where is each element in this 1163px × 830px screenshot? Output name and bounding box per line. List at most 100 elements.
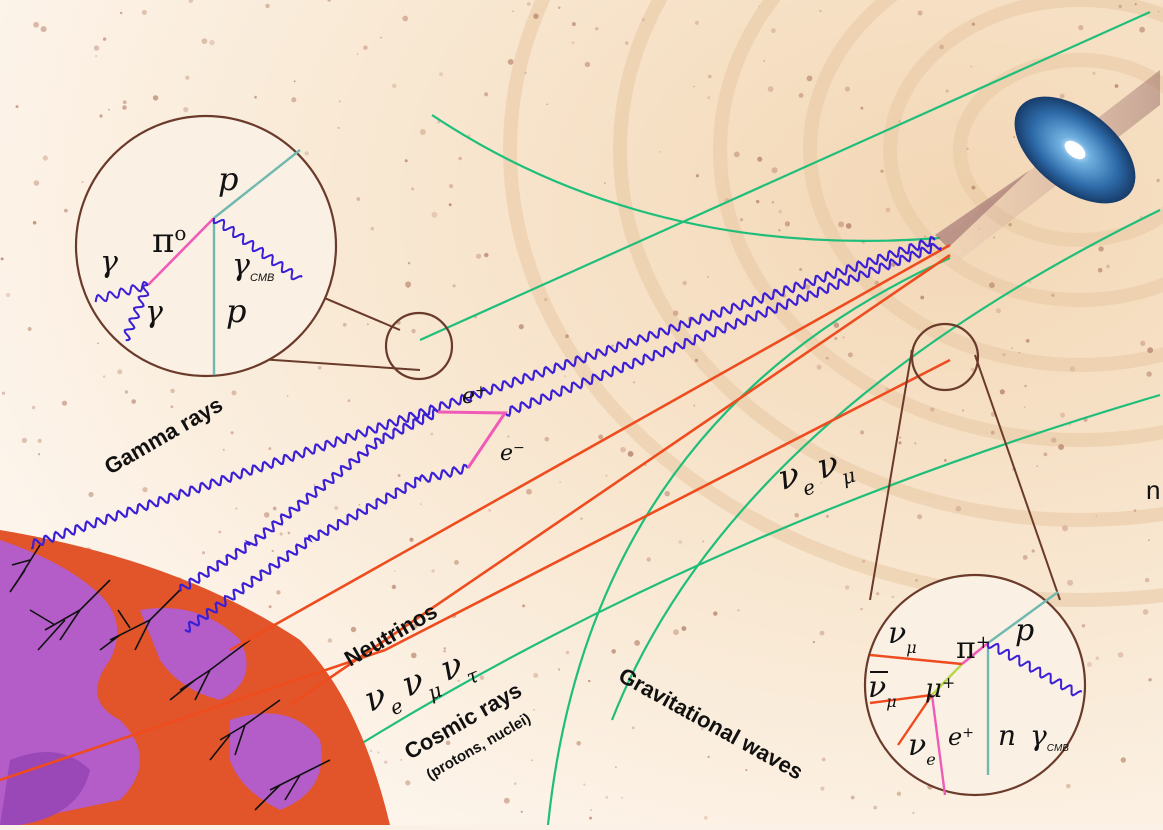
speckle-dot [38, 453, 41, 456]
source-neutrinos-label: νeνμ [773, 440, 858, 507]
speckle-dot [860, 430, 865, 435]
speckle-dot [1059, 93, 1065, 99]
speckle-dot [1147, 347, 1154, 354]
speckle-dot [0, 257, 4, 261]
speckle-dot [559, 481, 562, 484]
left-inset-circle [74, 114, 338, 378]
speckle-dot [961, 409, 965, 412]
speckle-dot [356, 53, 359, 55]
black-hole-source [935, 70, 1160, 260]
speckle-dot [1142, 609, 1149, 615]
speckle-dot [61, 400, 68, 406]
left-gamma2-label: γ [145, 295, 163, 330]
speckle-dot [989, 282, 995, 289]
speckle-dot [304, 151, 309, 156]
speckle-dot [576, 741, 581, 746]
speckle-dot [458, 156, 462, 161]
neutrino-lines [0, 243, 951, 782]
speckle-dot [1058, 444, 1065, 450]
speckle-dot [431, 211, 438, 218]
cosmic-ray-path-top [431, 114, 941, 242]
speckle-dot [40, 26, 47, 33]
speckle-dot [816, 364, 822, 370]
speckle-dot [544, 297, 548, 302]
speckle-dot [930, 407, 935, 412]
speckle-dot [391, 584, 397, 590]
speckle-dot [605, 795, 609, 799]
speckle-dot [1118, 4, 1122, 9]
speckle-dot [1011, 347, 1013, 350]
speckle-dot [632, 381, 636, 384]
speckle-dot [443, 649, 447, 653]
speckle-dot [1067, 579, 1074, 586]
gamma-ray-branch-1 [179, 243, 942, 592]
speckle-dot [939, 44, 944, 50]
speckle-dot [923, 235, 927, 238]
left-p-top-label: p [218, 160, 238, 198]
speckle-dot [526, 2, 531, 6]
speckle-dot [778, 209, 782, 214]
speckle-dot [33, 21, 39, 28]
speckle-dot [825, 356, 829, 360]
gamma-ray-paths [30, 235, 942, 633]
speckle-dot [94, 54, 98, 58]
speckle-dot [634, 640, 640, 646]
speckle-dot [431, 569, 435, 573]
speckle-dot [93, 45, 100, 51]
right-nu-e-label: νe [908, 728, 936, 769]
speckle-dot [820, 786, 825, 791]
speckle-dot [392, 83, 397, 89]
speckle-dot [1008, 223, 1012, 227]
speckle-dot [338, 100, 341, 103]
speckle-dot [806, 75, 813, 82]
speckle-dot [1148, 678, 1152, 682]
speckle-dot [898, 120, 901, 123]
speckle-dot [890, 262, 896, 267]
gravitational-ripples [503, 0, 1163, 607]
speckle-dot [850, 795, 855, 800]
speckle-dot [707, 96, 711, 100]
neutrino-line-3 [0, 358, 951, 782]
speckle-dot [771, 28, 776, 34]
speckle-dot [693, 404, 696, 407]
speckle-dot [1157, 10, 1160, 13]
speckle-dot [620, 446, 626, 453]
speckle-dot [279, 532, 283, 536]
speckle-dot [641, 18, 645, 22]
speckle-dot [584, 61, 591, 68]
speckle-dot [384, 760, 388, 764]
speckle-dot [993, 236, 996, 239]
speckle-dot [287, 531, 291, 535]
speckle-dot [995, 308, 1002, 314]
speckle-dot [672, 310, 679, 317]
gravitational-wave-curve-2 [610, 209, 1161, 721]
speckle-dot [254, 95, 257, 99]
speckle-dot [771, 167, 778, 174]
speckle-dot [334, 505, 339, 510]
speckle-dot [707, 276, 709, 278]
speckle-dot [358, 503, 361, 506]
speckle-dot [33, 180, 40, 186]
speckle-dot [1013, 136, 1015, 138]
speckle-dot [681, 626, 687, 631]
speckle-dot [896, 791, 902, 796]
speckle-dot [798, 93, 804, 98]
speckle-dot [945, 89, 949, 93]
speckle-dot [512, 10, 514, 13]
speckle-dot [763, 60, 766, 62]
speckle-dot [407, 262, 411, 265]
speckle-dot [912, 811, 915, 815]
speckle-dot [914, 442, 917, 445]
speckle-dot [971, 185, 976, 190]
speckle-dot [405, 281, 412, 288]
speckle-dot [1, 391, 6, 395]
speckle-dot [544, 436, 550, 442]
speckle-dot [454, 560, 459, 565]
speckle-dot [700, 727, 704, 731]
speckle-dot [124, 390, 129, 394]
speckle-dot [745, 769, 748, 772]
speckle-dot [767, 86, 774, 92]
speckle-dot [970, 65, 973, 68]
speckle-dot [411, 328, 416, 334]
